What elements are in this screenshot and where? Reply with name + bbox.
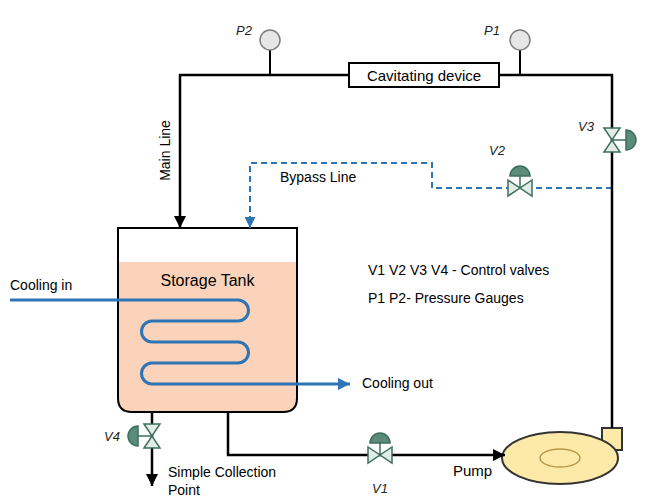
pump-unit: Pump bbox=[505, 428, 625, 484]
cooling-coil bbox=[10, 300, 350, 384]
node-text: Pump bbox=[453, 462, 492, 479]
valve-tag: V4 bbox=[104, 428, 120, 445]
cavitating-device-box: Cavitating device bbox=[348, 62, 500, 88]
pipe-line bbox=[228, 412, 505, 455]
tank-outline bbox=[118, 228, 297, 262]
cooling-in-label: Cooling in bbox=[10, 277, 72, 294]
gauge-stem bbox=[269, 50, 271, 75]
main-line-pipe bbox=[180, 75, 348, 228]
collection-pipe bbox=[151, 412, 154, 486]
pump-casing bbox=[502, 432, 618, 484]
collection-point-label: Simple Collection Point bbox=[168, 463, 308, 499]
pipe-label: Bypass Line bbox=[278, 169, 358, 186]
tank-headspace bbox=[119, 229, 296, 262]
valve-symbol bbox=[128, 128, 636, 463]
valve-tag: V3 bbox=[578, 118, 594, 135]
gauge-stem bbox=[519, 50, 521, 75]
pipe-label: Main Line bbox=[156, 118, 173, 183]
pump-eye bbox=[540, 449, 580, 467]
gauge-tag: P1 bbox=[484, 22, 500, 39]
gauge-tag: P2 bbox=[236, 22, 252, 39]
cooling-out-label: Cooling out bbox=[362, 375, 433, 392]
valve-tag: V1 bbox=[372, 480, 388, 497]
node-text: Cavitating device bbox=[367, 67, 481, 84]
bypass-line-pipe bbox=[250, 163, 612, 428]
node-text: Storage Tank bbox=[161, 272, 255, 289]
valve-tag: V2 bbox=[489, 142, 505, 159]
key-note: V1 V2 V3 V4 - Control valves bbox=[368, 262, 549, 279]
storage-tank: Storage Tank bbox=[118, 228, 297, 412]
key-note: P1 P2- Pressure Gauges bbox=[368, 290, 524, 307]
pipe-line bbox=[500, 75, 612, 428]
